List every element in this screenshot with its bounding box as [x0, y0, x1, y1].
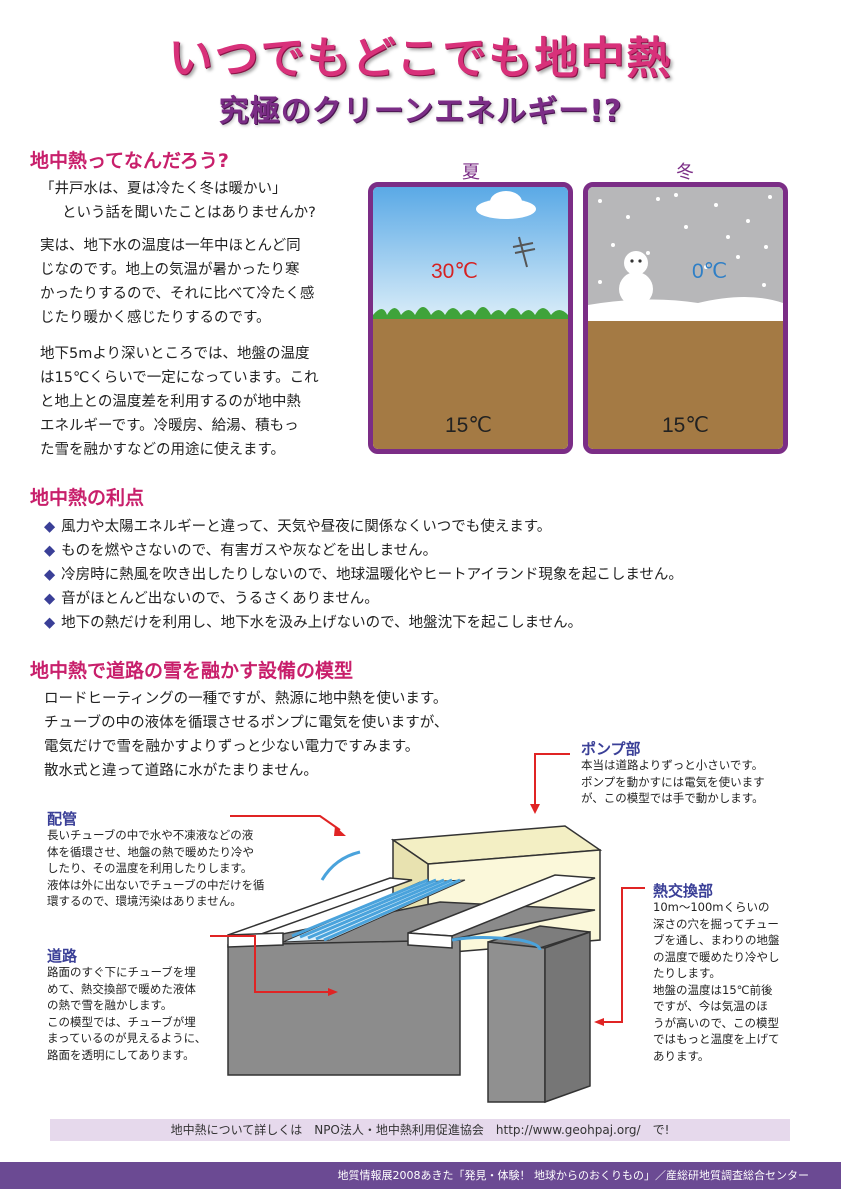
info-banner: 地中熱について詳しくは NPO法人・地中熱利用促進協会 http://www.g…	[50, 1119, 790, 1141]
paragraph-2: 地下5mより深いところでは、地盤の温度は15℃くらいで一定になっています。これ …	[40, 346, 319, 458]
section-heading-what: 地中熱ってなんだろう?	[30, 150, 229, 172]
quote-line-1: 「井戸水は、夏は冷たく冬は暖かい」	[40, 181, 287, 197]
section-heading-model: 地中熱で道路の雪を融かす設備の模型	[30, 660, 354, 682]
winter-ground-temp: 15℃	[662, 414, 709, 437]
pump-label: ポンプ部	[581, 740, 641, 758]
model-description: ロードヒーティングの一種ですが、熱源に地中熱を使います。チューブの中の液体を循環…	[44, 691, 449, 779]
summer-label: 夏	[462, 162, 480, 183]
winter-panel: 0℃ 15℃	[583, 182, 788, 454]
page-title: いつでもどこでも地中熱	[168, 33, 673, 84]
list-item: ◆音がほとんど出ないので、うるさくありません。	[44, 591, 379, 607]
list-item: ◆地下の熱だけを利用し、地下水を汲み上げないので、地盤沈下を起こしません。	[44, 615, 583, 631]
diamond-bullet-icon: ◆	[44, 567, 56, 583]
bottom-bar	[0, 1162, 841, 1189]
list-item: ◆冷房時に熱風を吹き出したりしないので、地球温暖化やヒートアイランド現象を起こし…	[44, 567, 683, 583]
heat-exchanger-description: 10m〜100mくらいの深さの穴を掘ってチューブを通し、まわりの地盤 の温度で暖…	[653, 900, 780, 1063]
dragonfly-icon	[512, 236, 536, 268]
diamond-bullet-icon: ◆	[44, 543, 56, 559]
winter-label: 冬	[676, 162, 694, 183]
summer-panel: 30℃ 15℃	[368, 182, 573, 454]
pipe-label: 配管	[47, 810, 78, 828]
road-label: 道路	[47, 947, 78, 965]
winter-air-temp: 0℃	[692, 260, 728, 283]
list-item: ◆風力や太陽エネルギーと違って、天気や昼夜に関係なくいつでも使えます。	[44, 519, 552, 535]
road-heating-model-diagram	[210, 753, 645, 1104]
section-heading-advantages: 地中熱の利点	[30, 487, 145, 509]
cloud-icon	[476, 191, 536, 219]
page-subtitle: 究極のクリーンエネルギー!?	[218, 94, 623, 129]
winter-illustration	[588, 187, 783, 449]
list-item: ◆ものを燃やさないので、有害ガスや灰などを出しません。	[44, 543, 438, 559]
summer-ground-temp: 15℃	[445, 414, 492, 437]
pump-description: 本当は道路よりずっと小さいです。ポンプを動かすには電気を使いますが、この模型では…	[581, 758, 765, 805]
summer-air-temp: 30℃	[431, 260, 478, 283]
paragraph-1: 実は、地下水の温度は一年中ほとんど同じなのです。地上の気温が暑かったり寒 かった…	[40, 238, 315, 326]
heat-exchanger-label: 熱交換部	[653, 882, 714, 900]
snowman-icon	[619, 251, 653, 306]
pipe-description: 長いチューブの中で水や不凍液などの液体を循環させ、地盤の熱で暖めたり冷やしたり、…	[47, 828, 265, 908]
road-description: 路面のすぐ下にチューブを埋めて、熱交換部で暖めた液体の熱で雪を融かします。 この…	[47, 965, 207, 1062]
diamond-bullet-icon: ◆	[44, 591, 56, 607]
summer-illustration	[373, 187, 568, 449]
advantages-list: ◆風力や太陽エネルギーと違って、天気や昼夜に関係なくいつでも使えます。 ◆ものを…	[44, 515, 683, 635]
diamond-bullet-icon: ◆	[44, 615, 56, 631]
quote-line-2: という話を聞いたことはありませんか?	[62, 205, 316, 221]
credit-text: 地質情報展2008あきた「発見・体験！ 地球からのおくりもの」／産総研地質調査総…	[337, 1169, 810, 1182]
diamond-bullet-icon: ◆	[44, 519, 56, 535]
